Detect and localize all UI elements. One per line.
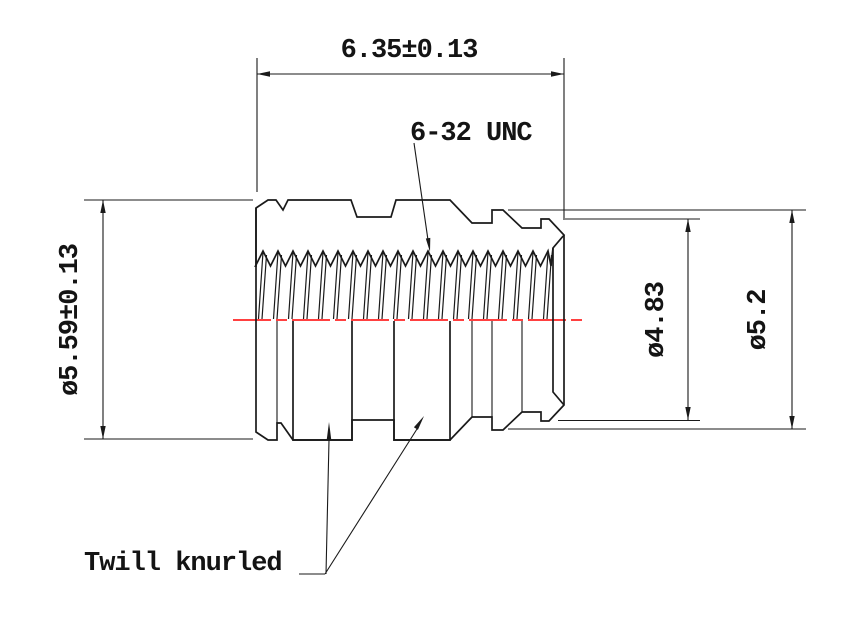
lower-outline <box>255 208 565 441</box>
arrowhead-bottom <box>789 416 795 429</box>
dim-length-text: 6.35±0.13 <box>341 36 478 66</box>
dim-outer-diameter-text: ø5.59±0.13 <box>56 244 86 396</box>
knurl-callout: Twill knurled <box>84 416 424 579</box>
leader-arrowhead-2 <box>413 416 424 430</box>
leader-line <box>413 142 429 241</box>
knurl-band-2 <box>393 321 451 441</box>
bore-end-edges <box>552 248 565 406</box>
internal-thread-pattern <box>257 251 553 320</box>
thread-callout: 6-32 UNC <box>410 119 533 252</box>
dim-pilot-diameter: ø4.83 <box>558 218 700 422</box>
dim-outer-diameter: ø5.59±0.13 <box>56 199 253 440</box>
leader-arrowhead <box>425 237 431 252</box>
feature-edge-lines <box>276 321 523 423</box>
arrowhead-top <box>685 219 691 232</box>
arrowhead-top <box>100 200 106 213</box>
arrowhead-top <box>789 210 795 223</box>
part-upper-section <box>254 199 566 320</box>
arrowhead-bottom <box>685 407 691 420</box>
part-lower-half <box>255 208 565 441</box>
knurl-label-text: Twill knurled <box>84 549 282 579</box>
sectioned-wall <box>254 199 566 268</box>
knurl-band-1 <box>292 321 353 441</box>
dim-ring-diameter: ø5.2 <box>508 209 806 430</box>
dim-pilot-diameter-text: ø4.83 <box>642 282 672 358</box>
thread-spec-text: 6-32 UNC <box>410 119 532 149</box>
arrowhead-right <box>551 71 564 77</box>
dim-length: 6.35±0.13 <box>256 36 565 220</box>
arrowhead-left <box>257 71 270 77</box>
leader-arrowhead-1 <box>326 422 332 440</box>
arrowhead-bottom <box>100 426 106 439</box>
dim-ring-diameter-text: ø5.2 <box>744 290 774 351</box>
leader-lines <box>299 428 418 575</box>
